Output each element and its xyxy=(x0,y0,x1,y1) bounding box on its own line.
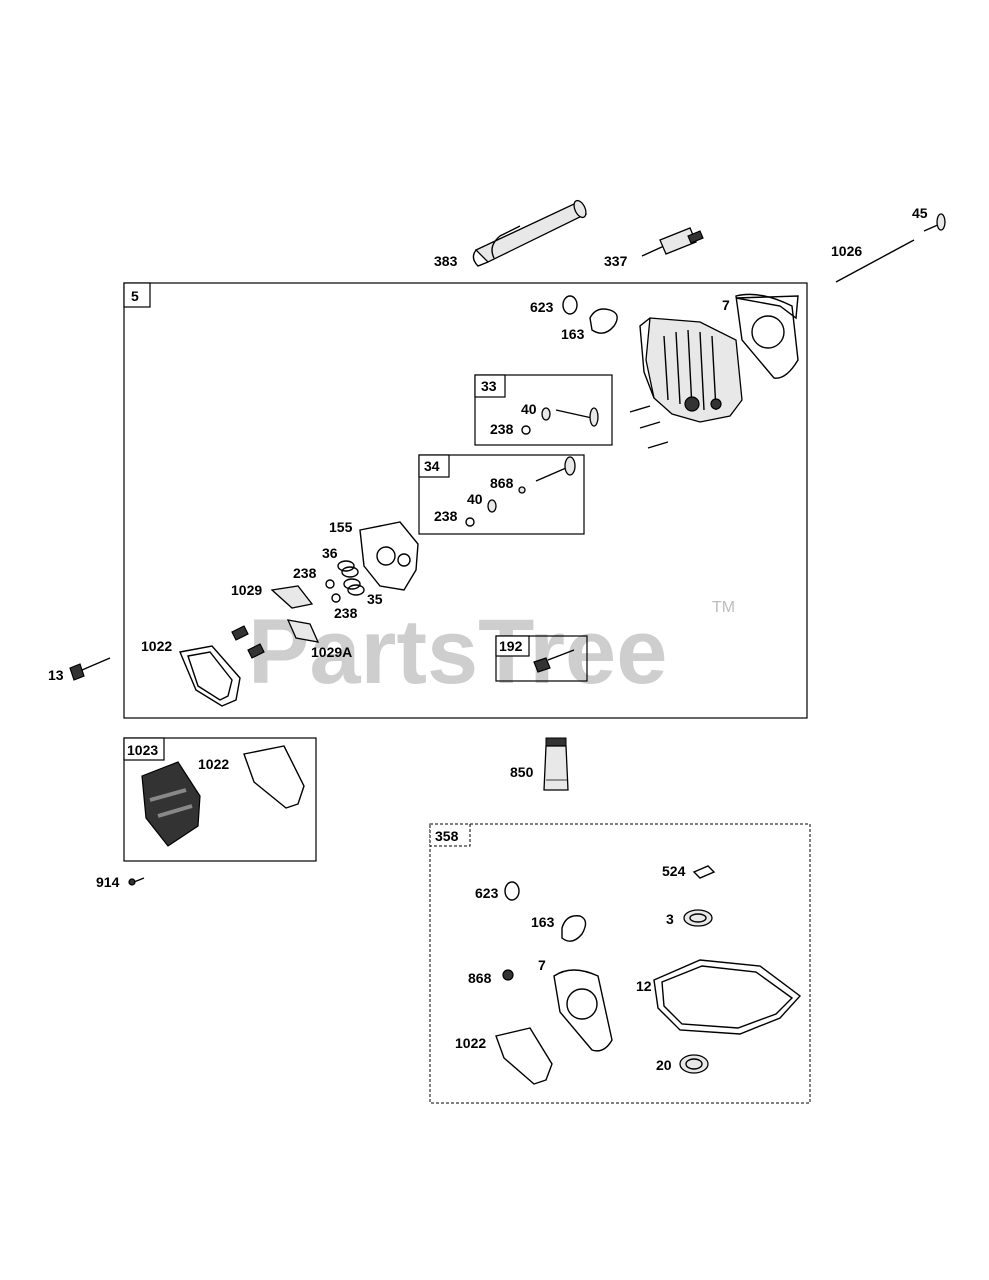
head-bolts[interactable] xyxy=(629,405,669,449)
valve-cover-gasket-1022-c[interactable] xyxy=(495,1027,553,1085)
label-155: 155 xyxy=(329,519,353,535)
label-36: 36 xyxy=(322,545,338,561)
label-868a: 868 xyxy=(490,475,514,491)
gasket-163[interactable] xyxy=(589,308,618,334)
label-1022b: 1022 xyxy=(198,756,229,772)
label-238b: 238 xyxy=(434,508,458,524)
head-gasket-7-b[interactable] xyxy=(553,969,613,1052)
seal-238-d[interactable] xyxy=(331,593,341,603)
kit-box-192 xyxy=(495,635,588,682)
box-1023-tag xyxy=(123,737,165,761)
label-35: 35 xyxy=(367,591,383,607)
rocker-housing-155[interactable] xyxy=(359,521,419,591)
intake-valve-part[interactable] xyxy=(535,456,576,482)
o-ring-623-b[interactable] xyxy=(504,881,520,901)
watermark-text: PartsTree xyxy=(248,601,667,703)
box-33-tag xyxy=(474,374,506,398)
o-ring-623[interactable] xyxy=(562,295,578,315)
head-gasket-7[interactable] xyxy=(735,293,799,379)
spark-plug-wrench-part[interactable] xyxy=(472,199,588,267)
label-20: 20 xyxy=(656,1057,672,1073)
label-1022a: 1022 xyxy=(141,638,172,654)
box-358-tag xyxy=(429,823,471,847)
cylinder-head-part[interactable] xyxy=(639,317,743,423)
kit-box-33 xyxy=(474,374,613,446)
valve-part-45[interactable] xyxy=(923,213,946,232)
label-1029: 1029 xyxy=(231,582,262,598)
label-524: 524 xyxy=(662,863,686,879)
assembly-box-5 xyxy=(123,282,808,719)
label-383: 383 xyxy=(434,253,458,269)
valve-spring-36[interactable] xyxy=(337,560,359,578)
exhaust-valve-part[interactable] xyxy=(555,407,599,427)
label-623: 623 xyxy=(530,299,554,315)
box-34-label: 34 xyxy=(424,458,440,474)
crankcase-gasket-12[interactable] xyxy=(653,959,802,1035)
valve-cover-part[interactable] xyxy=(141,761,201,847)
retainer-40-a[interactable] xyxy=(541,407,551,421)
label-163b: 163 xyxy=(531,914,555,930)
kit-box-358 xyxy=(429,823,811,1104)
breather-valve-part[interactable] xyxy=(533,649,575,673)
spark-plug-part[interactable] xyxy=(641,227,704,257)
label-1029A: 1029A xyxy=(311,644,352,660)
label-7b: 7 xyxy=(538,957,546,973)
label-12: 12 xyxy=(636,978,652,994)
label-337: 337 xyxy=(604,253,628,269)
sealant-tube-850[interactable] xyxy=(543,737,569,791)
rocker-studs[interactable] xyxy=(231,625,265,659)
label-40b: 40 xyxy=(467,491,483,507)
label-13: 13 xyxy=(48,667,64,683)
rocker-arm-1029A[interactable] xyxy=(286,619,320,643)
kit-box-1023 xyxy=(123,737,317,862)
box-358-label: 358 xyxy=(435,828,459,844)
oil-seal-20[interactable] xyxy=(679,1054,709,1074)
label-238c: 238 xyxy=(293,565,317,581)
seal-868-a[interactable] xyxy=(518,486,526,494)
label-623b: 623 xyxy=(475,885,499,901)
valve-spring-35[interactable] xyxy=(343,578,365,596)
valve-cover-gasket-1022-b[interactable] xyxy=(243,745,305,809)
label-1026: 1026 xyxy=(831,243,862,259)
label-850: 850 xyxy=(510,764,534,780)
kit-box-34 xyxy=(418,454,585,535)
label-163: 163 xyxy=(561,326,585,342)
rocker-arm-1029[interactable] xyxy=(270,585,314,609)
box-192-label: 192 xyxy=(499,638,523,654)
watermark-trademark: TM xyxy=(712,599,735,616)
bolt-13[interactable] xyxy=(69,657,111,681)
oil-seal-3[interactable] xyxy=(683,909,713,927)
label-3: 3 xyxy=(666,911,674,927)
label-238a: 238 xyxy=(490,421,514,437)
label-868b: 868 xyxy=(468,970,492,986)
pushrod-part[interactable] xyxy=(835,239,915,283)
box-1023-label: 1023 xyxy=(127,742,158,758)
label-238d: 238 xyxy=(334,605,358,621)
box-5-label: 5 xyxy=(131,288,139,304)
screw-914[interactable] xyxy=(128,877,145,886)
label-7: 7 xyxy=(722,297,730,313)
seal-868-b[interactable] xyxy=(502,969,514,981)
seal-238-b[interactable] xyxy=(465,517,475,527)
label-45: 45 xyxy=(912,205,928,221)
box-34-tag xyxy=(418,454,450,478)
label-1022c: 1022 xyxy=(455,1035,486,1051)
seal-238-c[interactable] xyxy=(325,579,335,589)
box-5-tag xyxy=(123,282,151,308)
gasket-163-b[interactable] xyxy=(561,915,587,942)
retainer-40-b[interactable] xyxy=(487,499,497,513)
valve-cover-gasket-1022-a-inner xyxy=(187,651,233,701)
seal-238-a[interactable] xyxy=(521,425,531,435)
box-192-tag xyxy=(495,635,530,657)
seal-524[interactable] xyxy=(692,865,716,879)
valve-cover-gasket-1022-a[interactable] xyxy=(179,645,241,707)
label-40a: 40 xyxy=(521,401,537,417)
label-914: 914 xyxy=(96,874,120,890)
box-33-label: 33 xyxy=(481,378,497,394)
